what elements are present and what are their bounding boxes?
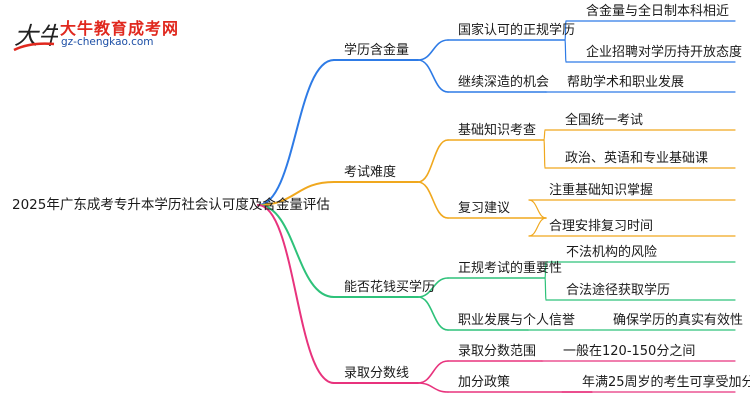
logo-url: gz-chengkao.com	[61, 36, 154, 48]
branch-1-sub-1-label[interactable]: 复习建议	[458, 201, 510, 216]
branch-1-sub-0-label[interactable]: 基础知识考查	[458, 122, 536, 138]
branch-0-sub-0-leaf-1-label[interactable]: 企业招聘对学历持开放态度	[586, 44, 742, 60]
logo-mark-text: 大牛	[14, 22, 58, 50]
logo-title: 大牛教育成考网	[60, 19, 180, 38]
branch-1-sub-1-leaf-1-label[interactable]: 合理安排复习时间	[549, 219, 653, 234]
branch-1-sub-1-leaf-0-edge	[528, 199, 547, 219]
branch-3-sub-0-label[interactable]: 录取分数范围	[458, 344, 536, 359]
site-logo[interactable]: 大牛 大牛教育成考网 gz-chengkao.com	[8, 12, 208, 56]
branch-1-edge	[257, 181, 335, 206]
branch-2-sub-0-edge	[417, 277, 449, 298]
branch-1-sub-1-leaf-1-edge	[528, 217, 547, 237]
branch-2-sub-1-leaf-0-label[interactable]: 确保学历的真实有效性	[613, 312, 743, 328]
branch-1-sub-0-leaf-1-edge	[543, 139, 546, 169]
branch-0-sub-0-leaf-1-edge	[564, 39, 567, 63]
branch-0-sub-0-leaf-0-label[interactable]: 含金量与全日制本科相近	[586, 3, 729, 19]
branch-1-sub-1-leaf-0-label[interactable]: 注重基础知识掌握	[549, 182, 653, 198]
logo-mark-icon: 大牛	[13, 22, 58, 52]
branch-1-sub-0-edge	[417, 139, 449, 183]
branch-3-edge	[257, 204, 335, 384]
branch-1-label[interactable]: 考试难度	[344, 164, 396, 180]
branch-0-sub-1-label[interactable]: 继续深造的机会	[458, 74, 549, 90]
branch-3-sub-0-edge	[417, 360, 449, 384]
branch-2-label[interactable]: 能否花钱买学历	[344, 279, 435, 295]
mindmap-edges	[257, 20, 736, 393]
root-node-label: 2025年广东成考专升本学历社会认可度及含金量评估	[12, 197, 330, 213]
branch-1-sub-1-edge	[417, 181, 449, 219]
branch-2-sub-0-leaf-0-label[interactable]: 不法机构的风险	[566, 244, 657, 260]
branch-2-sub-1-edge	[417, 296, 449, 331]
branch-3-label[interactable]: 录取分数线	[344, 366, 409, 381]
branch-0-label[interactable]: 学历含金量	[344, 42, 409, 58]
branch-1-sub-0-leaf-1-label[interactable]: 政治、英语和专业基础课	[565, 151, 708, 166]
branch-3-sub-1-leaf-0-label[interactable]: 年满25周岁的考生可享受加分	[582, 374, 750, 390]
branch-0-edge	[257, 59, 335, 206]
branch-2-sub-0-leaf-1-label[interactable]: 合法途径获取学历	[566, 282, 670, 298]
branch-2-edge	[257, 204, 335, 298]
branch-3-sub-0-leaf-0-label[interactable]: 一般在120-150分之间	[563, 343, 695, 359]
branch-2-sub-1-label[interactable]: 职业发展与个人信誉	[458, 312, 575, 328]
branch-3-sub-1-edge	[417, 382, 449, 393]
branch-0-sub-0-edge	[417, 39, 449, 61]
branch-2-sub-0-label[interactable]: 正规考试的重要性	[458, 260, 562, 276]
branch-1-sub-0-leaf-0-edge	[543, 129, 546, 141]
mindmap-nodes: 学历含金量 国家认可的正规学历含金量与全日制本科相近企业招聘对学历持开放态度继续深…	[344, 3, 750, 390]
branch-0-sub-1-leaf-0-label[interactable]: 帮助学术和职业发展	[567, 74, 684, 90]
branch-1-sub-0-leaf-0-label[interactable]: 全国统一考试	[565, 112, 643, 128]
branch-2-sub-0-leaf-1-edge	[544, 277, 547, 301]
branch-0-sub-1-edge	[417, 59, 449, 93]
branch-3-sub-1-label[interactable]: 加分政策	[458, 374, 510, 390]
branch-0-sub-0-label[interactable]: 国家认可的正规学历	[458, 22, 575, 38]
